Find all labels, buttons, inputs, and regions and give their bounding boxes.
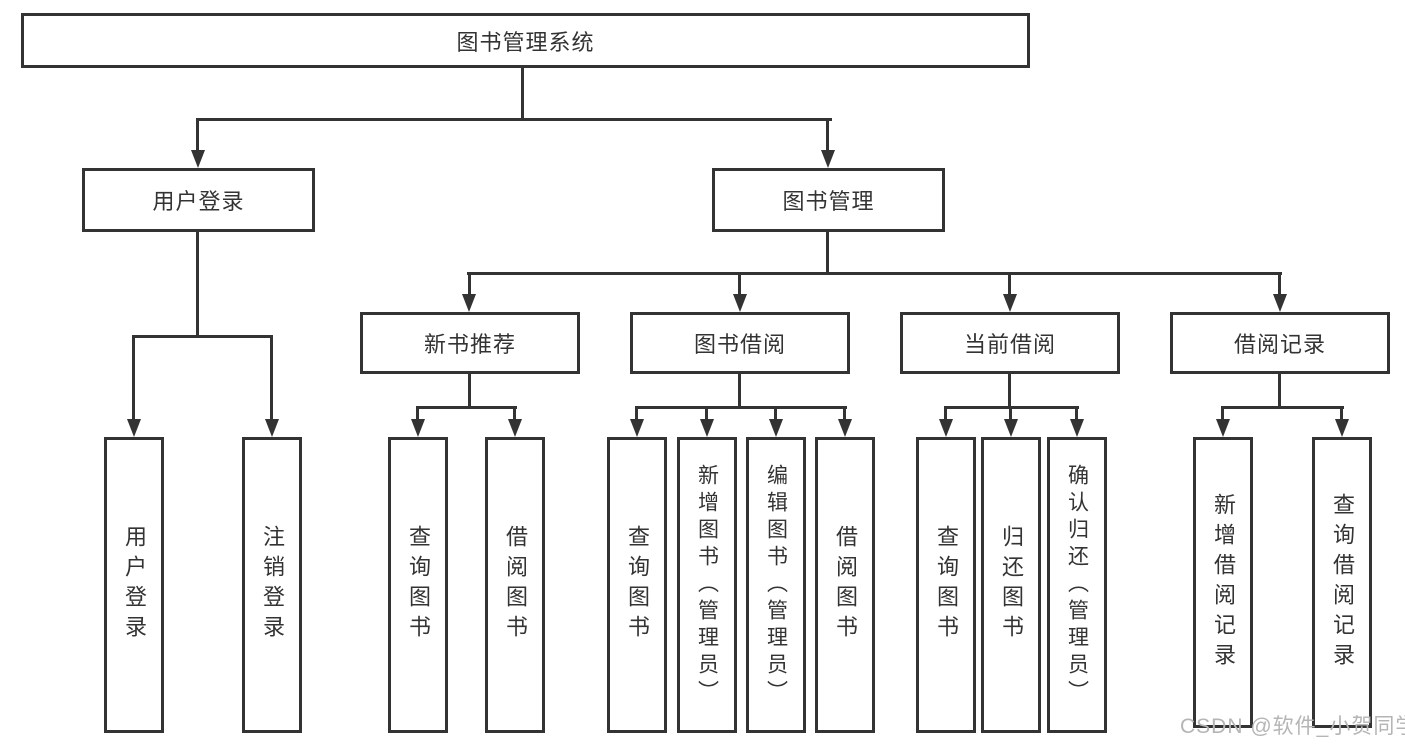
connector-line: [1221, 406, 1224, 422]
node-label: 归还图书: [999, 525, 1024, 645]
connector-line: [196, 232, 199, 336]
leaf-query-borrow-record: 查询借阅记录: [1312, 437, 1372, 728]
node-label: 编辑图书（管理员）: [764, 463, 788, 707]
node-library-system: 图书管理系统: [21, 13, 1030, 68]
connector-line: [513, 406, 516, 422]
node-book-management: 图书管理: [712, 168, 945, 232]
arrow-down-icon: [769, 419, 783, 437]
node-label: 借阅图书: [503, 525, 528, 645]
connector-line: [826, 118, 829, 152]
node-label: 新增借阅记录: [1211, 492, 1236, 673]
leaf-borrow-book: 借阅图书: [485, 437, 545, 733]
connector-line: [738, 373, 741, 409]
node-label: 当前借阅: [963, 332, 1056, 357]
node-borrowing-records: 借阅记录: [1170, 312, 1390, 374]
connector-line: [1075, 406, 1078, 422]
connector-line: [270, 335, 273, 421]
node-label: 查询借阅记录: [1330, 492, 1355, 673]
connector-line: [521, 68, 524, 119]
connector-line: [705, 406, 708, 422]
connector-line: [635, 406, 847, 409]
arrow-down-icon: [1273, 294, 1287, 312]
leaf-query-book: 查询图书: [607, 437, 667, 733]
arrow-down-icon: [508, 419, 522, 437]
node-label: 注销登录: [260, 525, 285, 645]
connector-line: [1009, 406, 1012, 422]
connector-line: [196, 118, 832, 121]
leaf-query-book: 查询图书: [388, 437, 448, 733]
arrow-down-icon: [838, 419, 852, 437]
connector-line: [467, 272, 1282, 275]
connector-line: [635, 406, 638, 422]
leaf-borrow-book: 借阅图书: [815, 437, 875, 733]
connector-line: [944, 406, 947, 422]
arrow-down-icon: [411, 419, 425, 437]
leaf-add-borrow-record: 新增借阅记录: [1193, 437, 1253, 728]
node-label: 查询图书: [625, 525, 650, 645]
node-label: 确认归还（管理员）: [1065, 463, 1089, 707]
arrow-down-icon: [630, 419, 644, 437]
arrow-down-icon: [700, 419, 714, 437]
connector-line: [1340, 406, 1343, 422]
node-label: 查询图书: [934, 525, 959, 645]
arrow-down-icon: [191, 150, 205, 168]
node-label: 借阅图书: [833, 525, 858, 645]
connector-line: [132, 335, 273, 338]
arrow-down-icon: [733, 294, 747, 312]
connector-line: [1008, 373, 1011, 409]
leaf-edit-book-admin: 编辑图书（管理员）: [746, 437, 806, 733]
node-label: 查询图书: [406, 525, 431, 645]
leaf-add-book-admin: 新增图书（管理员）: [677, 437, 737, 733]
connector-line: [1008, 272, 1011, 297]
leaf-logout: 注销登录: [242, 437, 302, 733]
arrow-down-icon: [1070, 419, 1084, 437]
leaf-query-book: 查询图书: [916, 437, 976, 733]
connector-line: [843, 406, 846, 422]
connector-line: [1278, 373, 1281, 409]
arrow-down-icon: [1004, 419, 1018, 437]
node-book-borrowing: 图书借阅: [630, 312, 850, 374]
leaf-confirm-return-admin: 确认归还（管理员）: [1047, 437, 1107, 733]
arrow-down-icon: [821, 150, 835, 168]
node-label: 借阅记录: [1233, 332, 1326, 357]
connector-line: [468, 272, 471, 297]
node-label: 新书推荐: [423, 332, 516, 357]
arrow-down-icon: [939, 419, 953, 437]
leaf-return-book: 归还图书: [981, 437, 1041, 733]
node-current-borrowing: 当前借阅: [900, 312, 1120, 374]
node-new-book-recommend: 新书推荐: [360, 312, 580, 374]
node-label: 用户登录: [152, 189, 245, 214]
connector-line: [774, 406, 777, 422]
arrow-down-icon: [1335, 419, 1349, 437]
connector-line: [416, 406, 419, 422]
connector-line: [826, 232, 829, 274]
csdn-watermark: CSDN @软件_小贺同学: [1180, 715, 1405, 738]
node-label: 图书管理: [782, 189, 875, 214]
connector-line: [1221, 406, 1344, 409]
connector-line: [196, 118, 199, 152]
connector-line: [468, 373, 471, 409]
connector-line: [738, 272, 741, 297]
leaf-user-login: 用户登录: [104, 437, 164, 733]
arrow-down-icon: [1216, 419, 1230, 437]
node-label: 图书管理系统: [456, 29, 595, 55]
node-label: 用户登录: [122, 525, 147, 645]
node-label: 新增图书（管理员）: [695, 463, 719, 707]
arrow-down-icon: [127, 419, 141, 437]
arrow-down-icon: [462, 294, 476, 312]
connector-line: [132, 335, 135, 421]
connector-line: [416, 406, 517, 409]
connector-line: [1278, 272, 1281, 297]
arrow-down-icon: [265, 419, 279, 437]
node-user-login: 用户登录: [82, 168, 315, 232]
arrow-down-icon: [1003, 294, 1017, 312]
node-label: 图书借阅: [693, 332, 786, 357]
